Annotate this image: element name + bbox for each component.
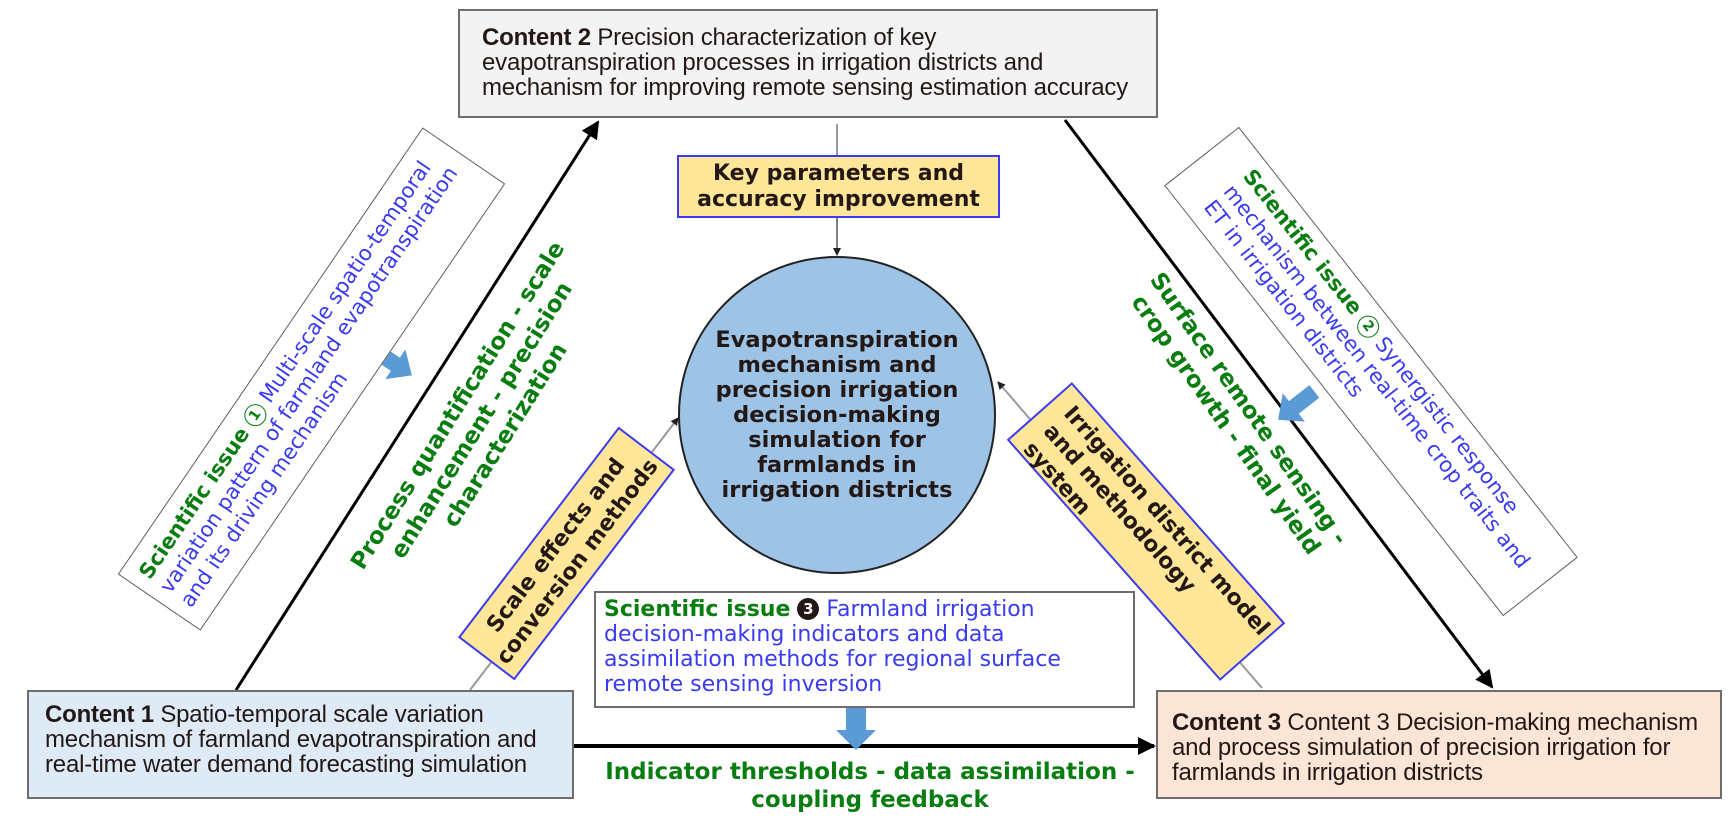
content2-text: Precision characterization of key evapot… [482,24,1128,101]
center-circle-text: Evapotranspiration mechanism and precisi… [715,326,959,503]
content2-box: Content 2 Precision characterization of … [458,9,1158,118]
content1-text: Spatio-temporal scale variation mechanis… [45,701,537,778]
content3-text: Content 3 Decision-making mechanism and … [1172,709,1698,786]
issue3-title: Scientific issue [604,597,791,622]
flow-label-bottom-text: Indicator thresholds - data assimilation… [605,759,1135,813]
content1-label: Content 1 [45,701,154,728]
issue3-text: Farmland irrigation decision-making indi… [604,597,1061,697]
content3-label: Content 3 [1172,709,1281,736]
scientific-issue-3-box: Scientific issue 3 Farmland irrigation d… [594,591,1135,708]
content2-label: Content 2 [482,24,591,51]
key-parameters-label: Key parameters and accuracy improvement [677,155,1000,218]
issue3-number-badge: 3 [797,598,820,620]
flow-label-bottom: Indicator thresholds - data assimilation… [590,758,1150,814]
center-circle: Evapotranspiration mechanism and precisi… [678,256,996,574]
content1-box: Content 1 Spatio-temporal scale variatio… [27,690,574,799]
blue-arrow-issue2 [1278,385,1320,422]
arrow-content1-to-content2 [234,120,600,691]
arrow-content2-to-content3 [1063,119,1494,689]
content3-box: Content 3 Content 3 Decision-making mech… [1156,690,1722,799]
blue-arrow-issue3 [836,708,876,750]
